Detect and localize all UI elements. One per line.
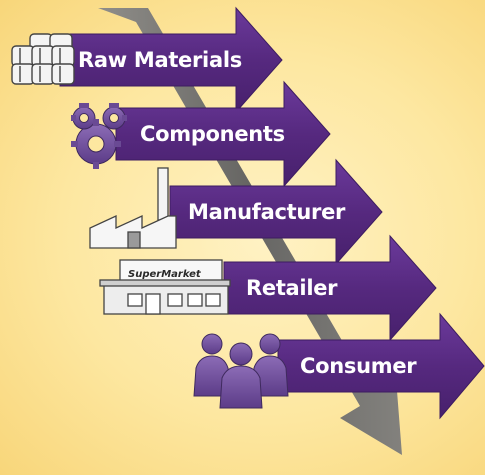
- supermarket-icon: [99, 259, 231, 315]
- stage-arrows: Raw Materials Components Manufacturer Re…: [59, 6, 485, 420]
- people-icon: [193, 333, 289, 409]
- factory-icon: [89, 167, 177, 249]
- stage-arrow-raw-materials: Raw Materials: [59, 6, 283, 114]
- stage-label-components: Components: [140, 122, 285, 146]
- stage-label-manufacturer: Manufacturer: [188, 200, 346, 224]
- gears-icon: [71, 103, 127, 169]
- stage-label-retailer: Retailer: [246, 276, 338, 300]
- stage-arrow-components: Components: [115, 80, 331, 188]
- stage-arrow-retailer: Retailer: [223, 234, 437, 342]
- stage-arrow-manufacturer: Manufacturer: [169, 158, 383, 266]
- stage-label-raw-materials: Raw Materials: [78, 48, 242, 72]
- stage-label-consumer: Consumer: [300, 354, 417, 378]
- stage-arrow-consumer: Consumer: [277, 312, 485, 420]
- supermarket-sign: SuperMarket: [128, 269, 202, 280]
- bales-icon: [11, 33, 75, 85]
